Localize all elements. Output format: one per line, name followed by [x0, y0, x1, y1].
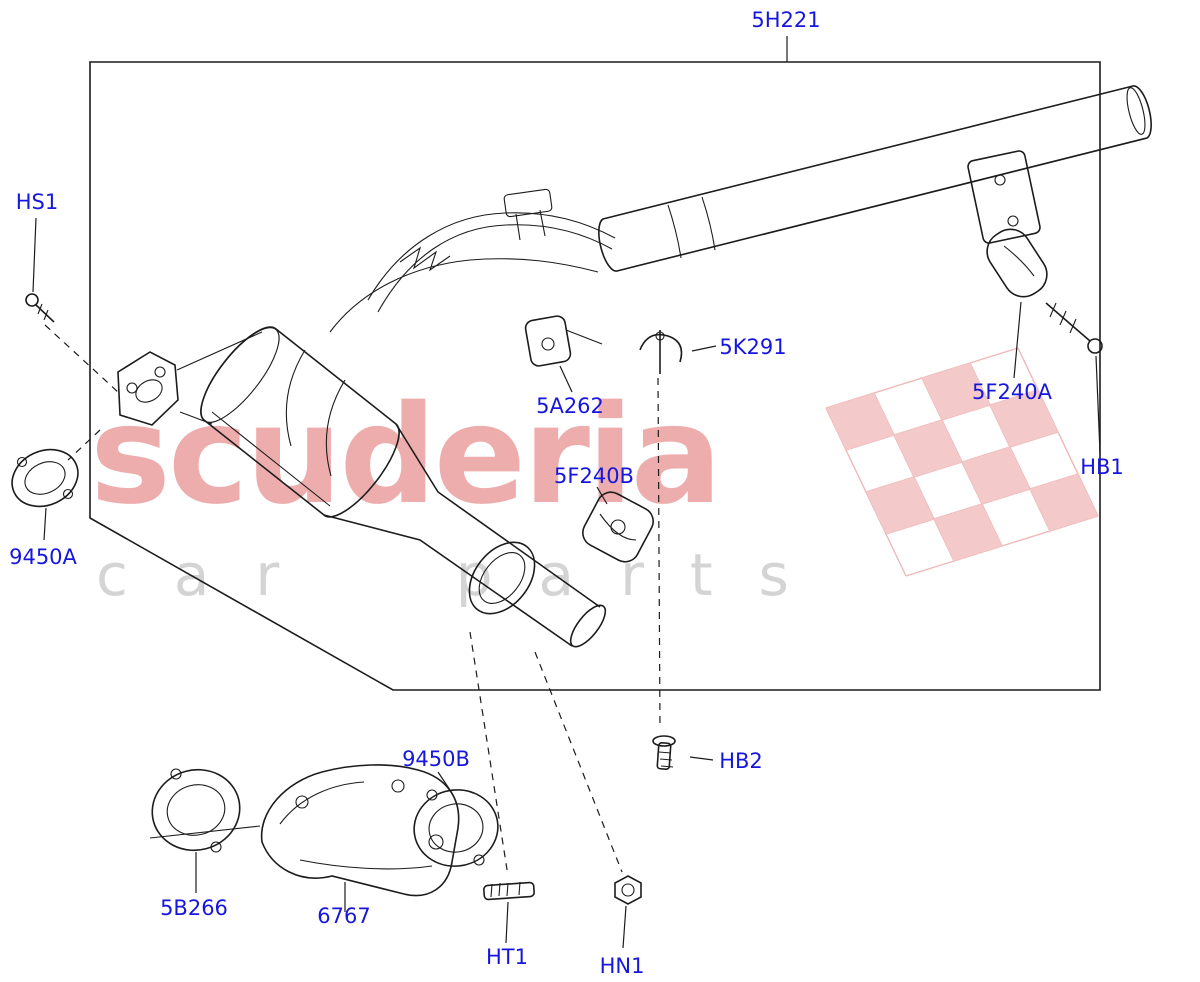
front-pipe-tubes — [329, 188, 616, 333]
part-label-5f240a[interactable]: 5F240A — [972, 380, 1052, 404]
part-5a262-hanger — [524, 315, 603, 367]
part-label-5h221[interactable]: 5H221 — [751, 8, 821, 32]
part-label-9450a[interactable]: 9450A — [9, 545, 77, 569]
part-5h221-rear-pipe — [598, 85, 1152, 272]
part-front-flange — [117, 331, 263, 426]
part-5f240b-mount — [582, 491, 654, 563]
part-label-5b266[interactable]: 5B266 — [160, 896, 228, 920]
part-label-6767[interactable]: 6767 — [317, 904, 371, 928]
part-label-hb2[interactable]: HB2 — [719, 749, 763, 773]
part-label-hb1[interactable]: HB1 — [1080, 455, 1124, 479]
part-ht1-stud — [483, 881, 535, 901]
part-catalyst-body — [200, 326, 607, 648]
part-9450a-gasket — [11, 448, 79, 508]
part-hb1-bolt — [1045, 302, 1103, 354]
part-5b266-gasket — [151, 768, 241, 853]
part-5f240a-hanger — [967, 150, 1048, 298]
checkered-flag-watermark — [825, 347, 1099, 577]
part-label-hn1[interactable]: HN1 — [599, 954, 645, 978]
part-label-ht1[interactable]: HT1 — [486, 945, 528, 969]
leader-lines — [32, 36, 1101, 949]
part-9450b-gasket — [413, 789, 499, 867]
part-hs1-bolt — [25, 293, 55, 323]
brand-watermark: scuderia — [90, 377, 722, 535]
part-label-5k291[interactable]: 5K291 — [719, 335, 787, 359]
part-label-5a262[interactable]: 5A262 — [536, 394, 604, 418]
diagram-frame — [89, 61, 1101, 691]
part-hb2-bolt — [652, 735, 676, 770]
part-6767-bracket — [149, 764, 460, 897]
part-label-5f240b[interactable]: 5F240B — [554, 464, 634, 488]
part-label-9450b[interactable]: 9450B — [402, 747, 470, 771]
part-hn1-nut — [614, 875, 642, 905]
part-label-hs1[interactable]: HS1 — [15, 190, 59, 214]
part-5k291-clamp — [639, 330, 683, 374]
